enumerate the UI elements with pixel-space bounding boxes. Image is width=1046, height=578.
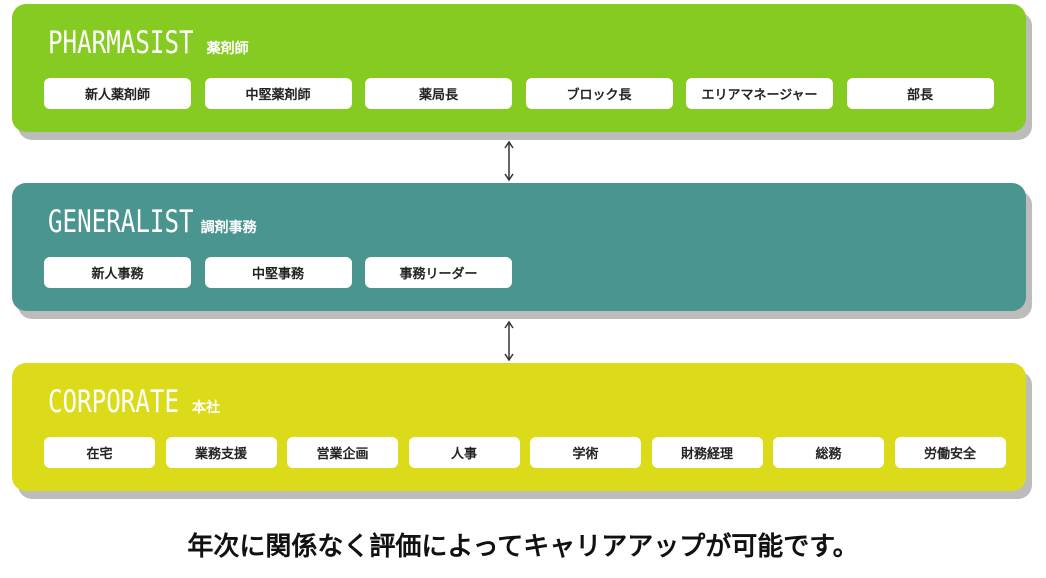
role-chip: 薬局長 <box>365 78 512 109</box>
role-chip: 財務経理 <box>651 437 763 468</box>
role-chip: 新人事務 <box>44 257 191 288</box>
corporate-header: CORPORATE 本社 <box>48 387 220 418</box>
generalist-panel: GENERALIST 調剤事務 新人事務 中堅事務 事務リーダー <box>12 183 1026 311</box>
role-chip: 総務 <box>773 437 884 468</box>
pharmasist-roles: 新人薬剤師 中堅薬剤師 薬局長 ブロック長 エリアマネージャー 部長 <box>44 78 994 109</box>
generalist-subtitle: 調剤事務 <box>200 220 257 236</box>
role-chip: ブロック長 <box>525 78 673 109</box>
double-arrow-icon <box>503 140 515 182</box>
generalist-header: GENERALIST 調剤事務 <box>48 207 257 238</box>
corporate-subtitle: 本社 <box>191 400 220 416</box>
tagline: 年次に関係なく評価によってキャリアアップが可能です。 <box>187 532 859 562</box>
role-chip: エリアマネージャー <box>686 78 833 109</box>
generalist-title: GENERALIST <box>48 204 194 240</box>
role-chip: 事務リーダー <box>365 257 512 288</box>
role-chip: 労働安全 <box>894 437 1006 468</box>
corporate-panel: CORPORATE 本社 在宅 業務支援 営業企画 人事 学術 財務経理 総務 … <box>12 363 1026 491</box>
pharmasist-header: PHARMASIST 薬剤師 <box>48 28 249 59</box>
generalist-roles: 新人事務 中堅事務 事務リーダー <box>44 257 512 288</box>
role-chip: 在宅 <box>44 437 155 468</box>
pharmasist-subtitle: 薬剤師 <box>206 41 249 57</box>
role-chip: 営業企画 <box>287 437 398 468</box>
role-chip: 人事 <box>408 437 520 468</box>
role-chip: 学術 <box>530 437 641 468</box>
pharmasist-panel: PHARMASIST 薬剤師 新人薬剤師 中堅薬剤師 薬局長 ブロック長 エリア… <box>12 4 1026 132</box>
role-chip: 部長 <box>846 78 994 109</box>
role-chip: 新人薬剤師 <box>44 78 191 109</box>
double-arrow-icon <box>503 320 515 362</box>
role-chip: 中堅薬剤師 <box>204 78 352 109</box>
role-chip: 業務支援 <box>165 437 277 468</box>
role-chip: 中堅事務 <box>204 257 352 288</box>
corporate-roles: 在宅 業務支援 営業企画 人事 学術 財務経理 総務 労働安全 <box>44 437 1006 468</box>
corporate-title: CORPORATE <box>48 384 180 420</box>
pharmasist-title: PHARMASIST <box>48 25 194 61</box>
